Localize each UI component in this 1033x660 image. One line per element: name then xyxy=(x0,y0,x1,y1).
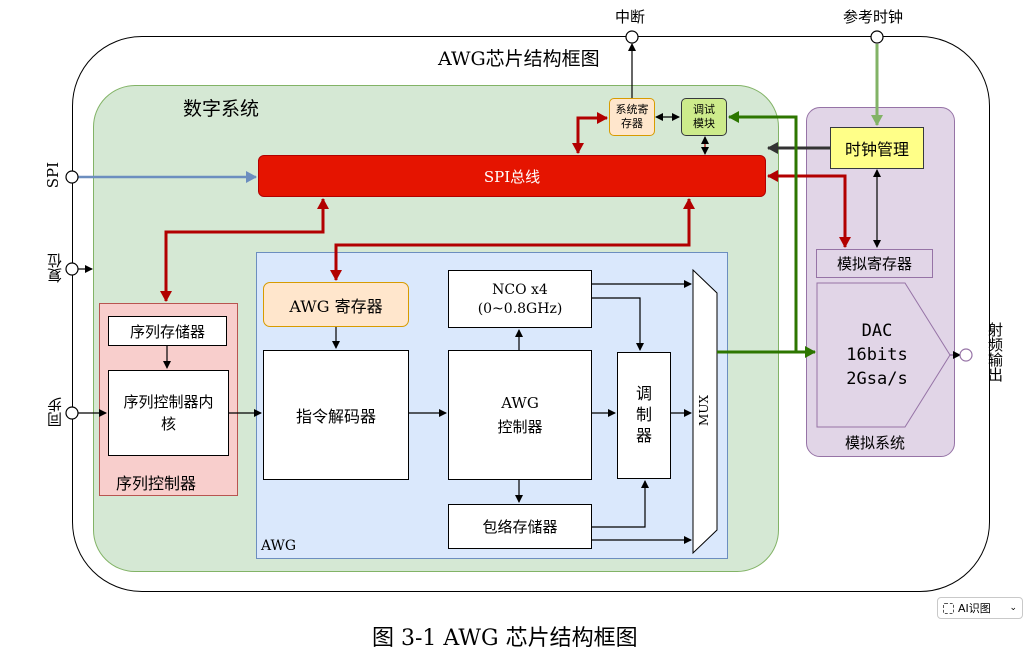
debug-module-label: 调试模块 xyxy=(693,103,715,130)
system-register: 系统寄存器 xyxy=(609,98,655,136)
sequence-memory: 序列存储器 xyxy=(108,316,227,346)
nco-block: NCO x4 (0~0.8GHz) xyxy=(448,270,592,328)
sync-label: 同步 xyxy=(46,397,64,427)
chevron-down-icon: ⌄ xyxy=(1009,603,1017,613)
dac-line1: DAC xyxy=(861,321,893,342)
mux-label: MUX xyxy=(697,395,711,426)
nco-line1: NCO x4 xyxy=(492,281,548,298)
digital-system-title: 数字系统 xyxy=(183,98,260,120)
instruction-decoder: 指令解码器 xyxy=(263,350,409,480)
sequence-controller-title: 序列控制器 xyxy=(116,474,197,493)
awg-panel-label: AWG xyxy=(261,538,297,554)
reset-label: 复位 xyxy=(46,253,64,283)
analog-register: 模拟寄存器 xyxy=(816,249,933,278)
awg-controller-line1: AWG xyxy=(501,393,539,412)
analog-system-title: 模拟系统 xyxy=(845,434,906,452)
spi-label: SPI xyxy=(44,162,62,189)
interrupt-label: 中断 xyxy=(615,8,646,26)
ai-recognize-label: AI识图 xyxy=(958,602,991,615)
dac-line2: 16bits xyxy=(846,345,908,366)
figure-caption: 图 3-1 AWG 芯片结构框图 xyxy=(372,626,638,651)
rf-out-label: 射频输出 xyxy=(986,322,1004,382)
sequence-controller-core-label: 序列控制器内核 xyxy=(123,392,214,434)
envelope-memory: 包络存储器 xyxy=(448,504,592,549)
awg-controller: AWG 控制器 xyxy=(448,350,592,480)
ai-scan-icon xyxy=(943,602,954,614)
clock-management: 时钟管理 xyxy=(830,127,924,169)
dac-line3: 2Gsa/s xyxy=(846,368,908,389)
ai-recognize-button[interactable]: AI识图 ⌄ xyxy=(937,597,1023,619)
dac-label: DAC 16bits 2Gsa/s xyxy=(822,313,932,399)
nco-line2: (0~0.8GHz) xyxy=(477,300,563,317)
awg-register: AWG 寄存器 xyxy=(263,282,409,327)
system-register-label: 系统寄存器 xyxy=(615,103,649,130)
chip-title: AWG芯片结构框图 xyxy=(438,48,600,70)
modulator-label: 调制器 xyxy=(635,384,652,445)
spi-bus: SPI总线 xyxy=(258,155,766,197)
modulator: 调制器 xyxy=(617,352,671,479)
debug-module: 调试模块 xyxy=(681,98,727,136)
sequence-controller-core: 序列控制器内核 xyxy=(108,370,229,456)
ref-clock-label: 参考时钟 xyxy=(843,8,904,26)
awg-controller-line2: 控制器 xyxy=(497,417,543,436)
